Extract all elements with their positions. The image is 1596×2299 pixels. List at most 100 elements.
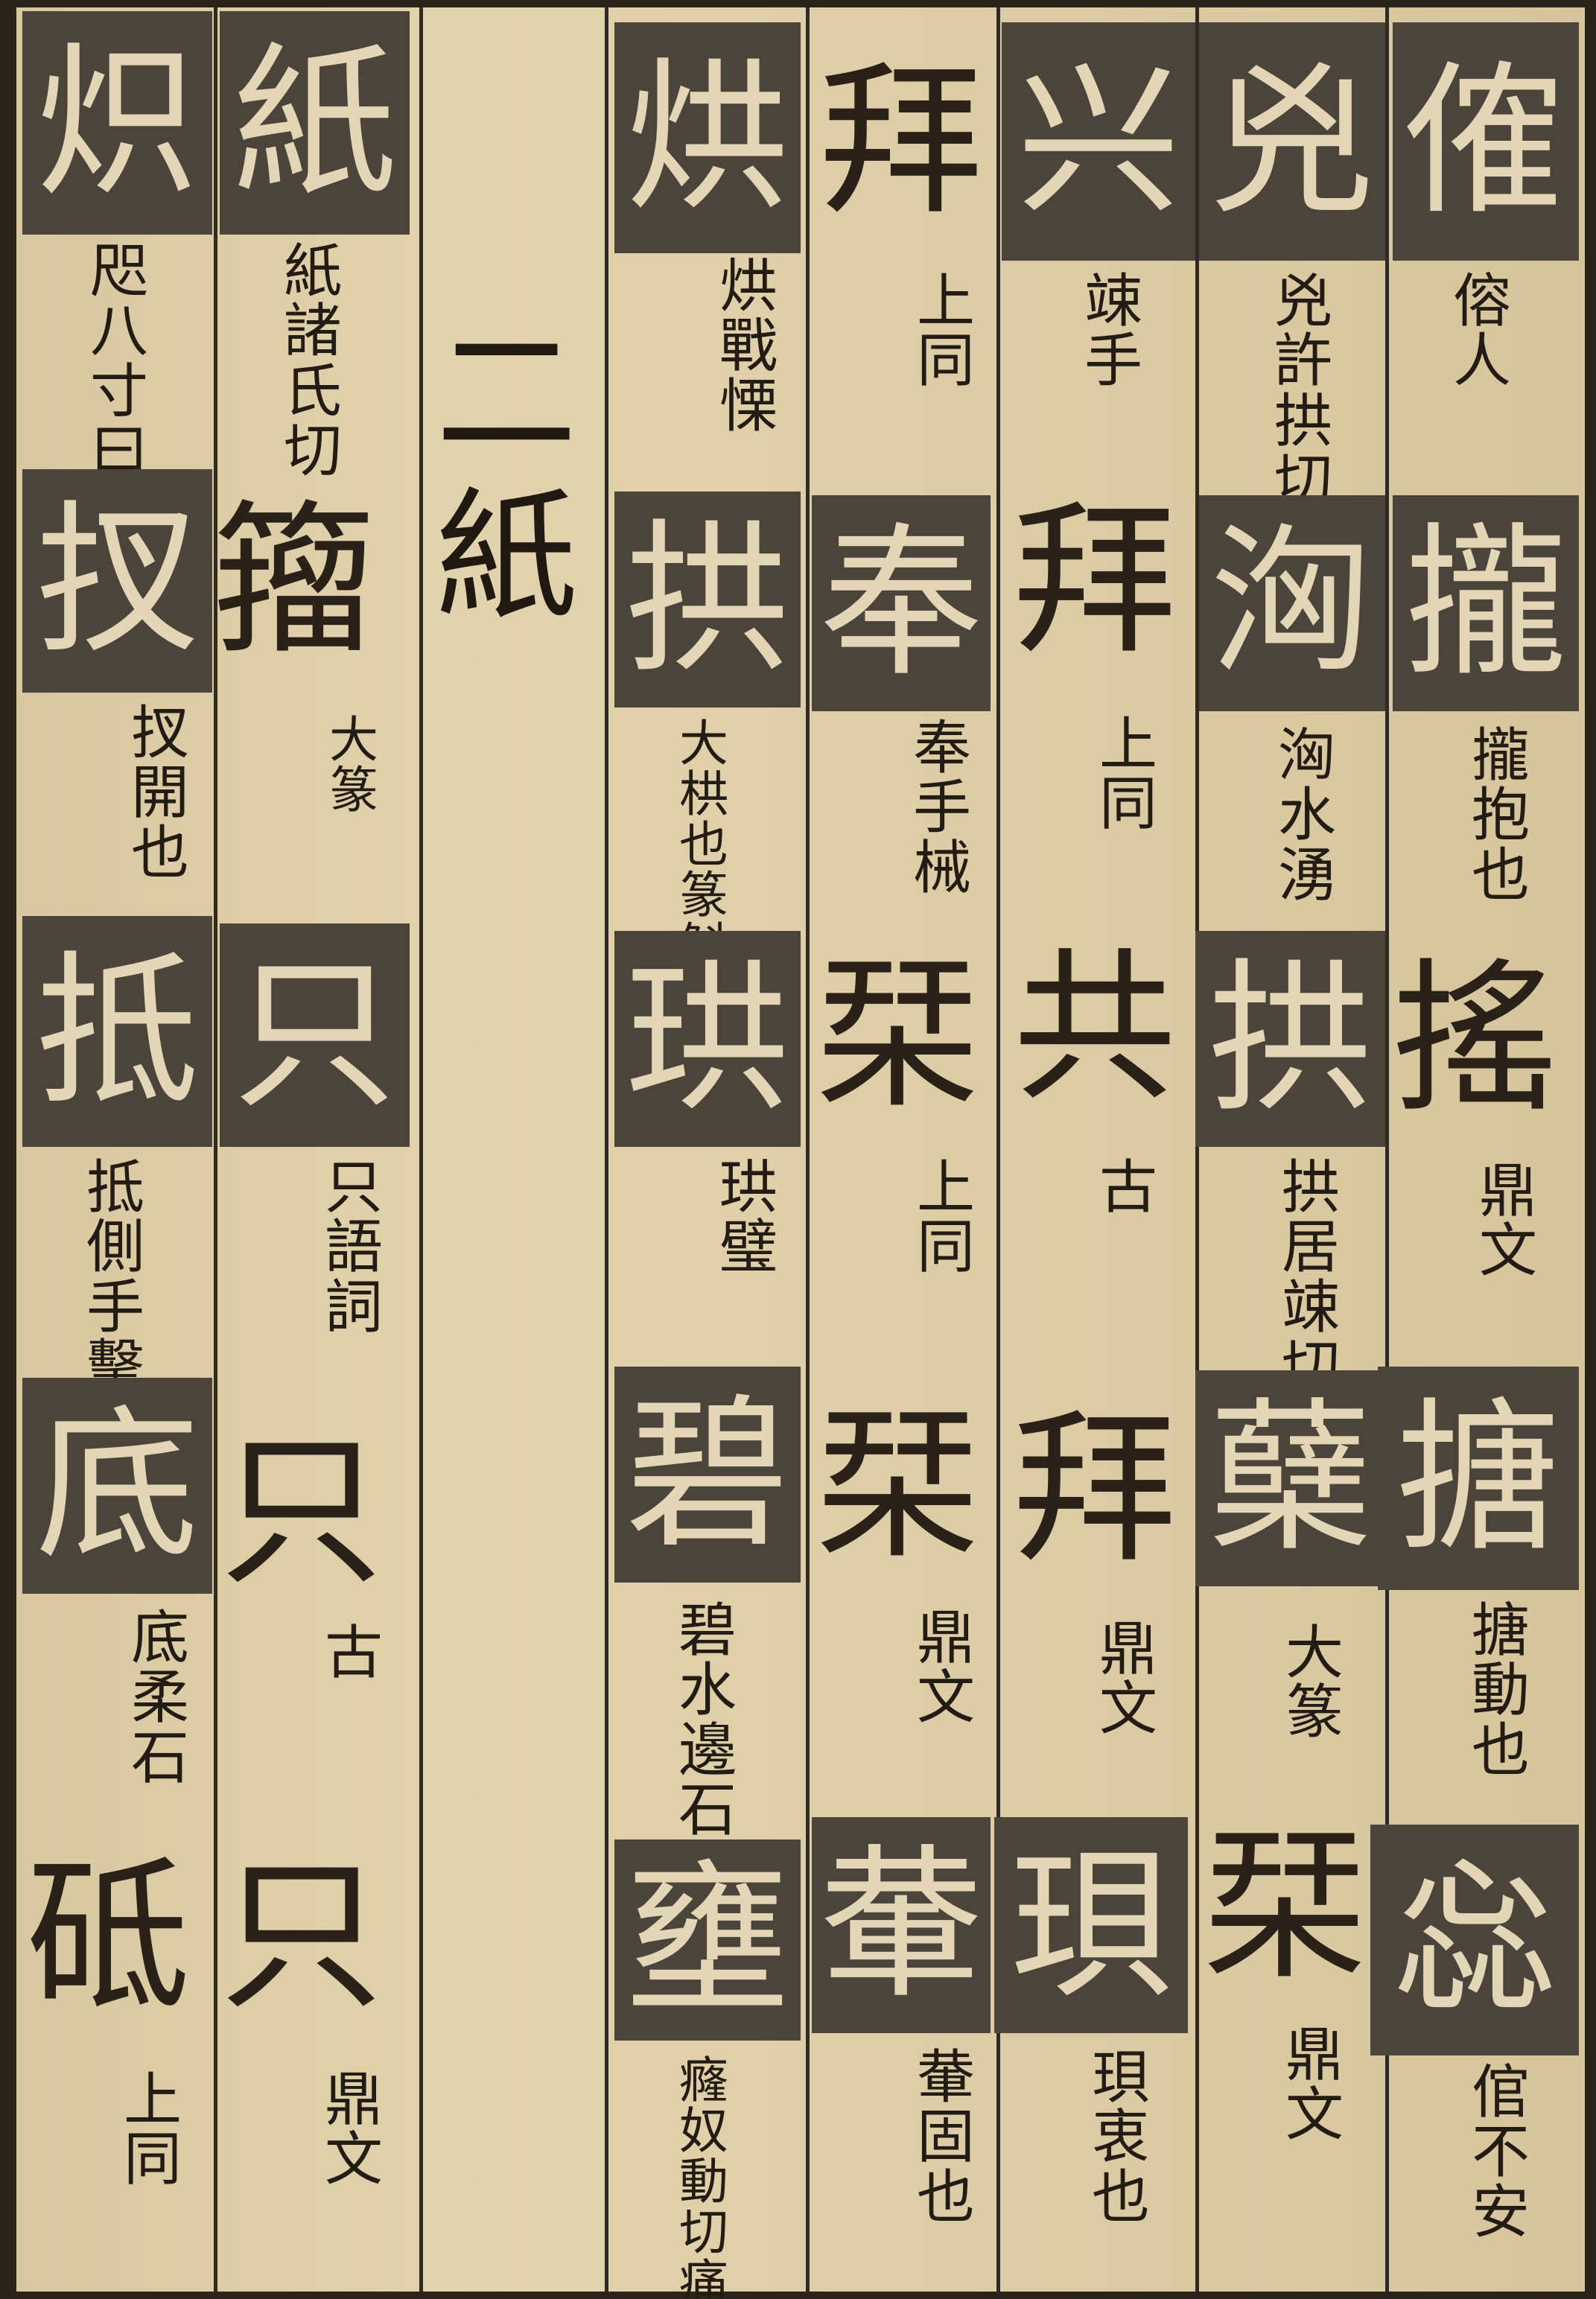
gloss-glyph: 竦 bbox=[1281, 1273, 1340, 1341]
gloss-glyph: 手 bbox=[1084, 328, 1142, 395]
character-gloss: 古 bbox=[313, 1620, 395, 1687]
character-gloss: 扠開也 bbox=[119, 704, 201, 883]
gloss-glyph: 動 bbox=[679, 2152, 728, 2210]
gloss-glyph: 詞 bbox=[324, 1273, 383, 1341]
gloss-glyph: 洶 bbox=[1277, 722, 1336, 789]
gloss-glyph: 古 bbox=[324, 1620, 383, 1687]
column-divider bbox=[806, 7, 810, 2292]
frame-top bbox=[0, 0, 1596, 7]
seal-character: 蘖 bbox=[1195, 1370, 1385, 1586]
seal-character: 抵 bbox=[22, 916, 212, 1147]
character-gloss: 攏抱也 bbox=[1460, 726, 1542, 906]
seal-character: 兇 bbox=[1199, 22, 1385, 261]
gloss-glyph: 大 bbox=[329, 711, 378, 769]
gloss-glyph: 同 bbox=[916, 1214, 975, 1282]
gloss-glyph: 切 bbox=[283, 417, 342, 485]
character-gloss: 上同 bbox=[905, 1158, 987, 1278]
gloss-glyph: 傛 bbox=[1452, 268, 1511, 335]
gloss-glyph: 輂 bbox=[916, 2044, 975, 2111]
character-gloss: 鼎文 bbox=[1274, 2026, 1355, 2146]
seal-character: 搪 bbox=[1378, 1367, 1579, 1590]
gloss-glyph: 文 bbox=[916, 1664, 975, 1732]
gloss-glyph: 烘 bbox=[719, 253, 778, 320]
seal-character: 奉 bbox=[812, 495, 991, 711]
seal-character: 攏 bbox=[1393, 495, 1579, 711]
character-gloss: 竦手 bbox=[1072, 272, 1154, 392]
frame-left bbox=[0, 0, 16, 2299]
seal-character: 拱 bbox=[1195, 931, 1385, 1147]
gloss-glyph: 拱 bbox=[1274, 387, 1332, 455]
seal-character: 壅 bbox=[614, 1839, 801, 2041]
rhyme-header: 二紙 bbox=[428, 312, 585, 639]
gloss-glyph: 紙 bbox=[435, 474, 577, 639]
character-gloss: 兇許拱切 bbox=[1229, 268, 1378, 512]
character-gloss: 大篆 bbox=[1274, 1624, 1355, 1743]
character-gloss: 只語詞 bbox=[313, 1158, 395, 1338]
character-gloss: 底柔石 bbox=[119, 1609, 201, 1788]
gloss-glyph: 石 bbox=[130, 1724, 189, 1792]
gloss-glyph: 大 bbox=[679, 715, 728, 772]
gloss-glyph: 上 bbox=[123, 2067, 182, 2134]
gloss-glyph: 鼎 bbox=[916, 1605, 975, 1672]
gloss-glyph: 篆 bbox=[329, 761, 378, 819]
gloss-glyph: 鼎 bbox=[324, 2067, 383, 2134]
gloss-glyph: 璧 bbox=[719, 1214, 778, 1282]
seal-character: 只 bbox=[220, 1416, 384, 1607]
gloss-glyph: 許 bbox=[1274, 328, 1332, 395]
gloss-glyph: 咫 bbox=[89, 238, 148, 305]
gloss-glyph: 珙 bbox=[719, 1154, 778, 1221]
seal-character: 珼 bbox=[994, 1817, 1188, 2033]
column-divider bbox=[419, 7, 423, 2292]
gloss-glyph: 也 bbox=[1091, 2163, 1150, 2231]
character-gloss: 鼎文 bbox=[1467, 1162, 1549, 1282]
gloss-glyph: 癃 bbox=[679, 2052, 728, 2109]
gloss-glyph: 栱 bbox=[679, 765, 728, 823]
column-divider bbox=[996, 7, 1000, 2292]
gloss-glyph: 固 bbox=[916, 2104, 975, 2172]
gloss-glyph: 諸 bbox=[283, 298, 342, 366]
gloss-glyph: 動 bbox=[1471, 1657, 1530, 1725]
gloss-glyph: 攏 bbox=[1471, 722, 1530, 789]
character-gloss: 鼎文 bbox=[313, 2070, 395, 2190]
gloss-glyph: 文 bbox=[324, 2126, 383, 2194]
gloss-glyph: 人 bbox=[1452, 328, 1511, 395]
gloss-glyph: 也 bbox=[130, 819, 189, 887]
column-divider bbox=[1195, 7, 1199, 2292]
gloss-glyph: 紙 bbox=[283, 238, 342, 305]
gloss-glyph: 文 bbox=[1478, 1218, 1537, 1285]
column-divider bbox=[214, 7, 217, 2292]
gloss-glyph: 語 bbox=[324, 1214, 383, 1282]
character-gloss: 珙璧 bbox=[708, 1158, 789, 1278]
gloss-glyph: 也 bbox=[916, 2163, 975, 2231]
seal-character: 砥 bbox=[25, 1841, 190, 2032]
seal-character: 搖 bbox=[1393, 944, 1557, 1134]
seal-character: 洶 bbox=[1199, 495, 1385, 711]
gloss-glyph: 衷 bbox=[1091, 2104, 1150, 2172]
character-gloss: 搪動也 bbox=[1460, 1601, 1542, 1781]
character-gloss: 紙諸氏切 bbox=[223, 238, 402, 485]
gloss-glyph: 竦 bbox=[1084, 268, 1142, 335]
gloss-glyph: 手 bbox=[912, 775, 971, 842]
seal-character: 烘 bbox=[614, 22, 801, 253]
character-gloss: 上同 bbox=[905, 272, 987, 392]
gloss-glyph: 抱 bbox=[1471, 782, 1530, 850]
gloss-glyph: 水 bbox=[678, 1657, 737, 1725]
gloss-glyph: 水 bbox=[1277, 782, 1336, 850]
gloss-glyph: 也 bbox=[679, 815, 728, 874]
gloss-glyph: 篆 bbox=[1285, 1679, 1344, 1747]
seal-character: 拜 bbox=[1012, 486, 1177, 676]
gloss-glyph: 兇 bbox=[1274, 268, 1332, 335]
gloss-glyph: 抵 bbox=[86, 1154, 144, 1221]
seal-character: 栞 bbox=[815, 1390, 979, 1581]
gloss-glyph: 不 bbox=[1471, 2119, 1530, 2187]
character-gloss: 上同 bbox=[1087, 715, 1169, 835]
seal-character: 只 bbox=[220, 923, 410, 1147]
seal-character: 底 bbox=[22, 1378, 212, 1594]
gloss-glyph: 也 bbox=[1471, 842, 1530, 909]
character-gloss: 大篆 bbox=[313, 715, 395, 816]
gloss-glyph: 鼎 bbox=[1478, 1158, 1537, 1225]
gloss-glyph: 文 bbox=[1285, 2082, 1344, 2149]
gloss-glyph: 同 bbox=[1099, 771, 1157, 839]
gloss-glyph: 奉 bbox=[912, 715, 971, 782]
